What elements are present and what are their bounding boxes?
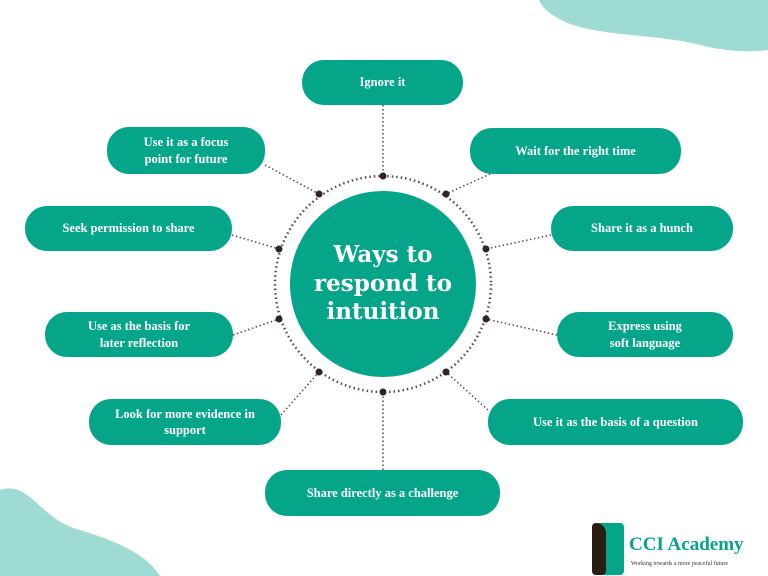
option-more-evidence: Look for more evidence in support [89,399,281,445]
option-reflection: Use as the basis for later reflection [45,312,233,357]
faces-logo-icon [592,523,624,575]
central-topic: Ways to respond to intuition [290,191,476,377]
option-question: Use it as the basis of a question [488,399,743,445]
option-focus-point: Use it as a focus point for future [107,127,265,174]
decorative-blob-bottom [0,488,160,576]
option-soft-language: Express using soft language [557,312,733,357]
option-seek-permission: Seek permission to share [25,206,232,251]
logo-name: CCI Academy [629,534,744,555]
option-wait: Wait for the right time [470,128,681,174]
logo-tagline: Working towards a more peaceful future [631,561,728,567]
option-challenge: Share directly as a challenge [265,470,500,516]
cci-academy-logo: CCI Academy Working towards a more peace… [592,523,768,575]
decorative-blob-top [540,0,768,52]
option-hunch: Share it as a hunch [551,206,733,251]
option-ignore: Ignore it [302,60,463,105]
